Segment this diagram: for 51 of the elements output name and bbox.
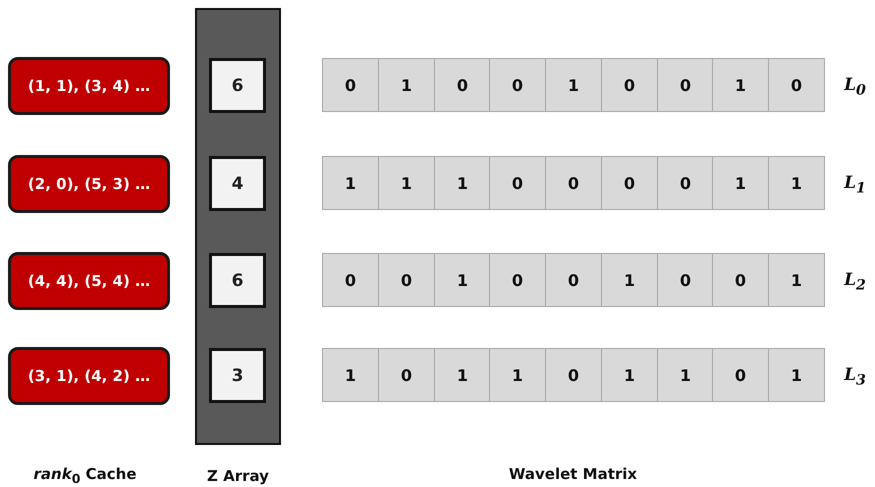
matrix-cell: 1 [434, 348, 491, 402]
matrix-cell: 0 [545, 253, 602, 307]
cache-entry-box: (4, 4), (5, 4) … [8, 252, 170, 310]
matrix-cell: 1 [712, 156, 769, 210]
cache-entry-box: (1, 1), (3, 4) … [8, 57, 170, 115]
z-value-box: 6 [209, 58, 266, 113]
matrix-cell: 0 [489, 58, 546, 112]
matrix-cell: 1 [657, 348, 714, 402]
matrix-cell: 1 [768, 348, 825, 402]
z-value-box: 6 [209, 253, 266, 308]
matrix-cell: 0 [712, 253, 769, 307]
matrix-cell: 0 [712, 348, 769, 402]
matrix-cell: 1 [601, 253, 658, 307]
matrix-cell: 1 [434, 253, 491, 307]
matrix-cell: 1 [545, 58, 602, 112]
matrix-cell: 1 [434, 156, 491, 210]
level-label: L$_{2}$ [842, 269, 867, 296]
matrix-cell: 1 [489, 348, 546, 402]
matrix-cell: 0 [545, 156, 602, 210]
z-value-box: 3 [209, 348, 266, 403]
matrix-cell: 1 [712, 58, 769, 112]
level-label: L$_{3}$ [842, 364, 867, 390]
column-title: Z Array [207, 466, 269, 487]
matrix-cell: 0 [378, 348, 435, 402]
matrix-cell: 0 [657, 156, 714, 210]
level-label: L$_{1}$ [842, 172, 867, 198]
matrix-cell: 0 [489, 156, 546, 210]
matrix-cell: 0 [489, 253, 546, 307]
matrix-cell: 0 [601, 58, 658, 112]
axis-caption: rank$_{0}$ Cache [32, 464, 138, 486]
matrix-cell: 0 [768, 58, 825, 112]
cache-entry-box: (3, 1), (4, 2) … [8, 347, 170, 405]
matrix-cell: 1 [322, 348, 379, 402]
matrix-cell: 0 [322, 253, 379, 307]
axis-caption: Wavelet Matrix [508, 464, 638, 485]
matrix-cell: 0 [545, 348, 602, 402]
matrix-cell: 1 [768, 156, 825, 210]
z-value-box: 4 [209, 156, 266, 211]
matrix-cell: 0 [322, 58, 379, 112]
matrix-cell: 1 [601, 348, 658, 402]
matrix-cell: 1 [768, 253, 825, 307]
matrix-cell: 0 [434, 58, 491, 112]
level-label: L$_{0}$ [842, 74, 867, 100]
matrix-cell: 1 [378, 58, 435, 112]
matrix-cell: 0 [657, 253, 714, 307]
matrix-cell: 1 [322, 156, 379, 210]
matrix-cell: 0 [601, 156, 658, 210]
cache-entry-box: (2, 0), (5, 3) … [8, 155, 170, 213]
matrix-cell: 1 [378, 156, 435, 210]
matrix-cell: 0 [657, 58, 714, 112]
matrix-cell: 0 [378, 253, 435, 307]
